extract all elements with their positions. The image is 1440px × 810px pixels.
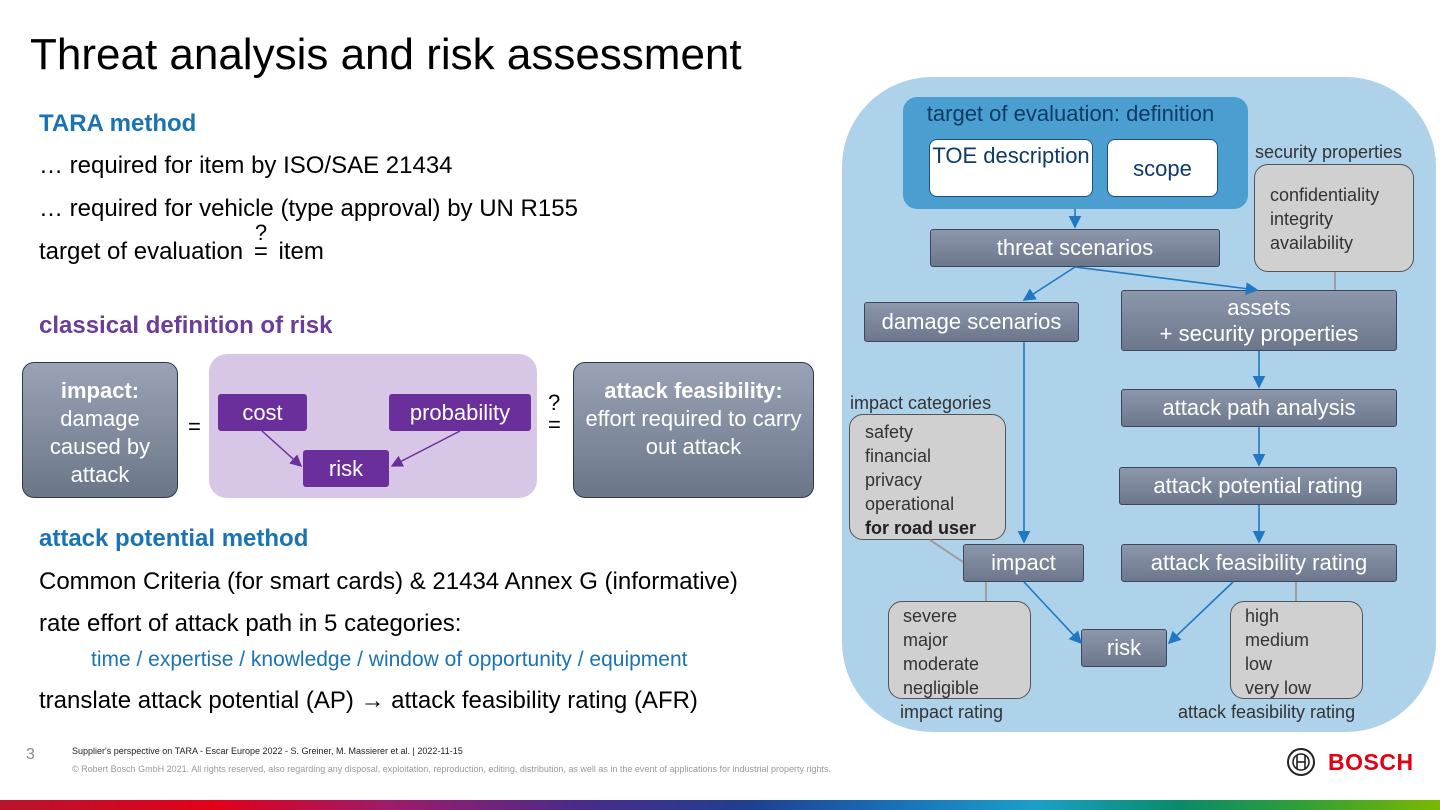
feasibility-rating-box: high medium low very low	[1230, 601, 1363, 699]
risk-box-diagram: risk	[1081, 629, 1167, 667]
attack-potential-rating-box: attack potential rating	[1119, 467, 1397, 505]
attack-feasibility-box: attack feasibility: effort required to c…	[573, 362, 814, 498]
scope-box: scope	[1107, 139, 1218, 197]
ap-line-2: rate effort of attack path in 5 categori…	[39, 610, 462, 637]
security-property: confidentiality	[1270, 185, 1380, 205]
impact-categories-box: safety financial privacy operational for…	[849, 414, 1006, 540]
equals-1: =	[188, 414, 201, 439]
bosch-brand: BOSCH	[1328, 749, 1414, 775]
page-number: 3	[26, 746, 35, 763]
risk-label: risk	[303, 450, 389, 487]
footer-citation: Supplier's perspective on TARA - Escar E…	[72, 746, 463, 756]
bosch-logo-icon	[1287, 748, 1315, 776]
feasibility-rating-item: very low	[1245, 678, 1312, 698]
toe-equal: ? =	[253, 220, 268, 265]
ap-heading: attack potential method	[39, 525, 309, 552]
impact-rating-label: impact rating	[900, 702, 1004, 722]
attack-path-analysis-box: attack path analysis	[1121, 389, 1397, 427]
impact-categories-label: impact categories	[850, 393, 992, 413]
toe-header: target of evaluation: definition	[926, 101, 1215, 126]
ap-line-3: translate attack potential (AP) → attack…	[39, 687, 698, 714]
impact-rating-item: moderate	[903, 654, 980, 674]
impact-category-road-user: for road user	[865, 518, 977, 538]
impact-box-text: damage caused by attack	[49, 406, 151, 487]
impact-category: privacy	[865, 470, 923, 490]
tara-line-2: … required for vehicle (type approval) b…	[39, 195, 578, 222]
footer-copyright: © Robert Bosch GmbH 2021. All rights res…	[72, 764, 832, 774]
af-box-title: attack feasibility:	[604, 378, 783, 403]
impact-category: financial	[865, 446, 932, 466]
assets-sub-label: + security properties	[1159, 320, 1359, 346]
toe-prefix: target of evaluation	[39, 238, 244, 265]
tara-line-1: … required for item by ISO/SAE 21434	[39, 152, 453, 179]
impact-box-diagram: impact	[963, 544, 1084, 582]
impact-category: safety	[865, 422, 914, 442]
toe-line: target of evaluation ? = item	[39, 220, 324, 266]
probability-label: probability	[389, 394, 531, 431]
equals-2: =	[548, 412, 561, 437]
impact-category: operational	[865, 494, 955, 514]
impact-rating-box: severe major moderate negligible	[888, 601, 1031, 699]
toe-description-box: TOE description	[929, 139, 1093, 197]
page-title: Threat analysis and risk assessment	[30, 30, 742, 79]
impact-rating-item: severe	[903, 606, 958, 626]
ap-line-1: Common Criteria (for smart cards) & 2143…	[39, 568, 738, 595]
impact-rating-item: major	[903, 630, 949, 650]
cost-arrow	[261, 430, 303, 468]
damage-scenarios-box: damage scenarios	[864, 302, 1079, 342]
toe-suffix: item	[278, 238, 324, 265]
impact-rating-item: negligible	[903, 678, 980, 698]
toe-question: ?	[254, 220, 268, 245]
bottom-color-stripe	[0, 800, 1440, 810]
impact-box-title: impact:	[60, 378, 140, 403]
assets-box: assets + security properties	[1121, 290, 1397, 351]
feasibility-rating-label: attack feasibility rating	[1178, 702, 1356, 722]
feasibility-rating-item: low	[1245, 654, 1273, 674]
feasibility-rating-item: high	[1245, 606, 1280, 626]
attack-feasibility-rating-box: attack feasibility rating	[1121, 544, 1397, 582]
feasibility-rating-item: medium	[1245, 630, 1310, 650]
assets-label: assets	[1227, 295, 1291, 321]
cost-label: cost	[218, 394, 307, 431]
ap-categories: time / expertise / knowledge / window of…	[91, 648, 688, 671]
tara-heading: TARA method	[39, 110, 197, 137]
threat-scenarios-box: threat scenarios	[930, 229, 1220, 267]
impact-box: impact: damage caused by attack	[22, 362, 178, 498]
risk-heading: classical definition of risk	[39, 312, 333, 339]
security-properties-label: security properties	[1255, 142, 1403, 162]
security-property: integrity	[1270, 209, 1334, 229]
probability-arrow	[390, 430, 461, 467]
af-box-text: effort required to carry out attack	[585, 406, 802, 459]
question-2: ?	[548, 390, 561, 415]
security-properties-box: confidentiality integrity availability	[1254, 164, 1414, 272]
security-property: availability	[1270, 233, 1354, 253]
